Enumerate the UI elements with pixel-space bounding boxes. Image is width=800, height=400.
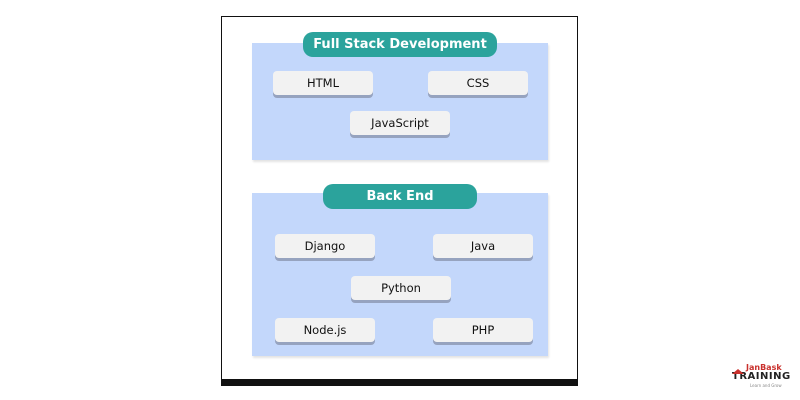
full-stack-title: Full Stack Development (303, 32, 497, 57)
html-box: HTML (273, 71, 373, 95)
logo-tagline: Learn and Grow (750, 383, 782, 388)
nodejs-box: Node.js (275, 318, 375, 342)
java-box: Java (433, 234, 533, 258)
back-end-title: Back End (323, 184, 477, 209)
janbask-logo: JanBask TRAINING Learn and Grow (732, 363, 791, 390)
javascript-box: JavaScript (350, 111, 450, 135)
diagram-frame (221, 16, 578, 386)
logo-line2: TRAINING (732, 371, 791, 382)
graduation-cap-icon (732, 369, 744, 374)
python-box: Python (351, 276, 451, 300)
full-stack-panel (252, 43, 548, 160)
php-box: PHP (433, 318, 533, 342)
logo-line1: JanBask (746, 363, 782, 372)
css-box: CSS (428, 71, 528, 95)
django-box: Django (275, 234, 375, 258)
